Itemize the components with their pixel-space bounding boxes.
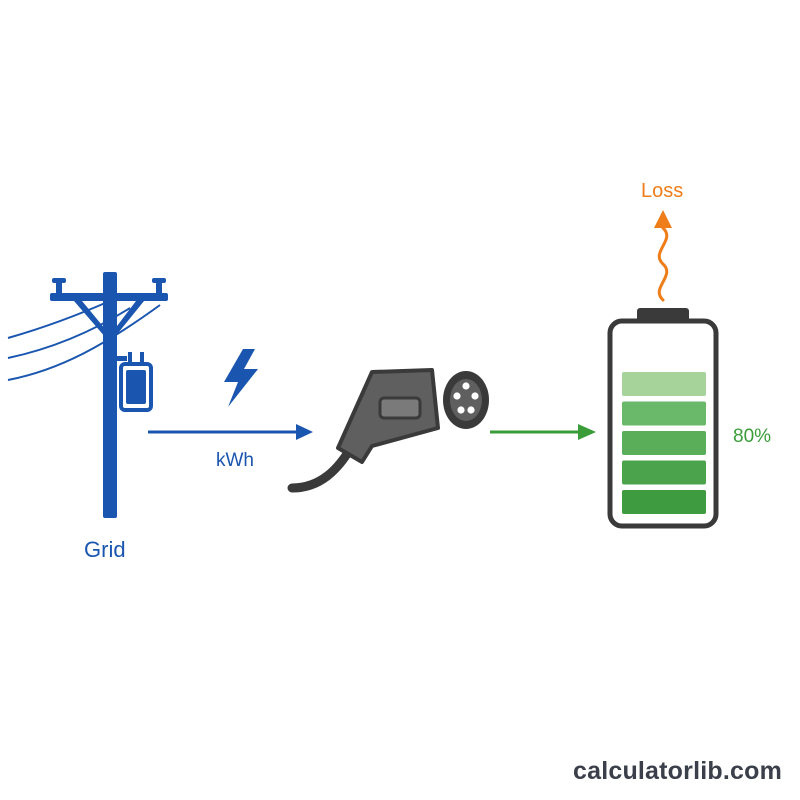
charge-percent-label: 80%	[733, 426, 772, 447]
ev-charging-connector-icon	[287, 368, 489, 493]
battery-segment	[622, 401, 706, 426]
battery-segment	[622, 490, 706, 514]
grid-to-charger-arrow	[148, 424, 313, 440]
grid-label: Grid	[84, 537, 126, 562]
battery-segment	[622, 431, 706, 455]
energy-unit-label: kWh	[216, 450, 254, 471]
battery-icon	[607, 308, 719, 529]
battery-segment	[622, 372, 706, 396]
wavy-up-arrow-icon	[654, 210, 672, 302]
battery-segments	[622, 372, 706, 514]
charger-to-battery-arrow	[490, 424, 596, 440]
battery-segment	[622, 460, 706, 485]
utility-pole-icon	[50, 272, 168, 518]
lightning-bolt-icon	[224, 349, 258, 407]
watermark: calculatorlib.com	[572, 757, 782, 785]
loss-label: Loss	[641, 180, 684, 202]
